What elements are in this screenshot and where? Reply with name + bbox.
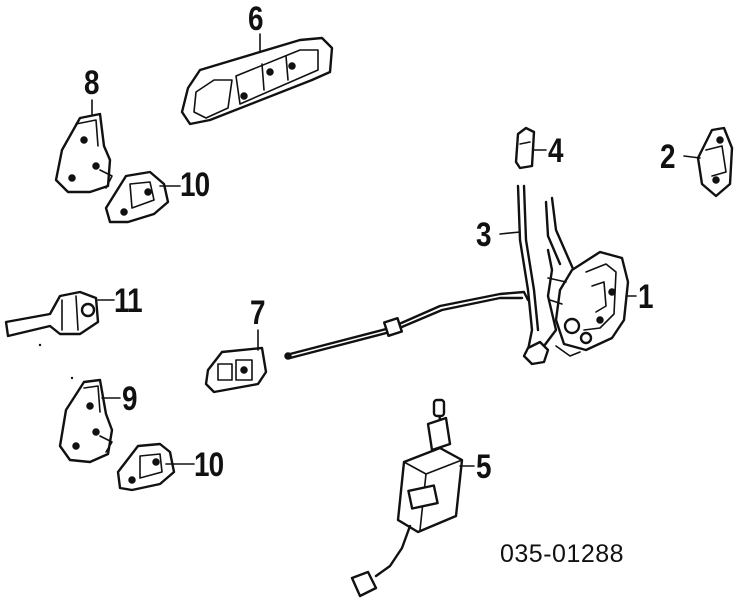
part-8-hinge-bracket bbox=[54, 112, 113, 194]
leader-3 bbox=[499, 231, 521, 235]
callout-2: 2 bbox=[660, 138, 676, 176]
callout-4: 4 bbox=[548, 132, 564, 170]
callout-3: 3 bbox=[476, 216, 492, 254]
part-2-striker bbox=[696, 126, 734, 198]
callout-9: 9 bbox=[122, 380, 138, 418]
part-code-label: 035-01288 bbox=[500, 540, 625, 568]
part-1-door-lock-assembly bbox=[522, 196, 630, 366]
speck bbox=[38, 343, 42, 347]
callout-5: 5 bbox=[476, 448, 492, 486]
part-5-lock-actuator bbox=[350, 398, 464, 598]
part-10-lower-latch-plate bbox=[116, 442, 176, 492]
part-7-bezel bbox=[204, 346, 268, 394]
part-6-outside-handle bbox=[180, 36, 334, 126]
callout-10-upper: 10 bbox=[180, 166, 210, 204]
callout-8: 8 bbox=[84, 64, 100, 102]
part-3-lock-rod bbox=[516, 184, 540, 362]
leader-2 bbox=[683, 155, 701, 159]
part-4-lock-knob bbox=[514, 126, 536, 170]
callout-11: 11 bbox=[114, 282, 143, 320]
part-11-inside-handle bbox=[4, 290, 100, 338]
callout-7: 7 bbox=[250, 294, 266, 332]
speck bbox=[70, 376, 74, 380]
part-10-upper-latch-plate bbox=[104, 170, 170, 224]
part-9-lower-hinge-bracket bbox=[58, 378, 114, 464]
callout-10-lower: 10 bbox=[194, 446, 224, 484]
connecting-rod bbox=[284, 290, 530, 360]
callout-6: 6 bbox=[248, 0, 264, 38]
callout-1: 1 bbox=[638, 278, 654, 316]
